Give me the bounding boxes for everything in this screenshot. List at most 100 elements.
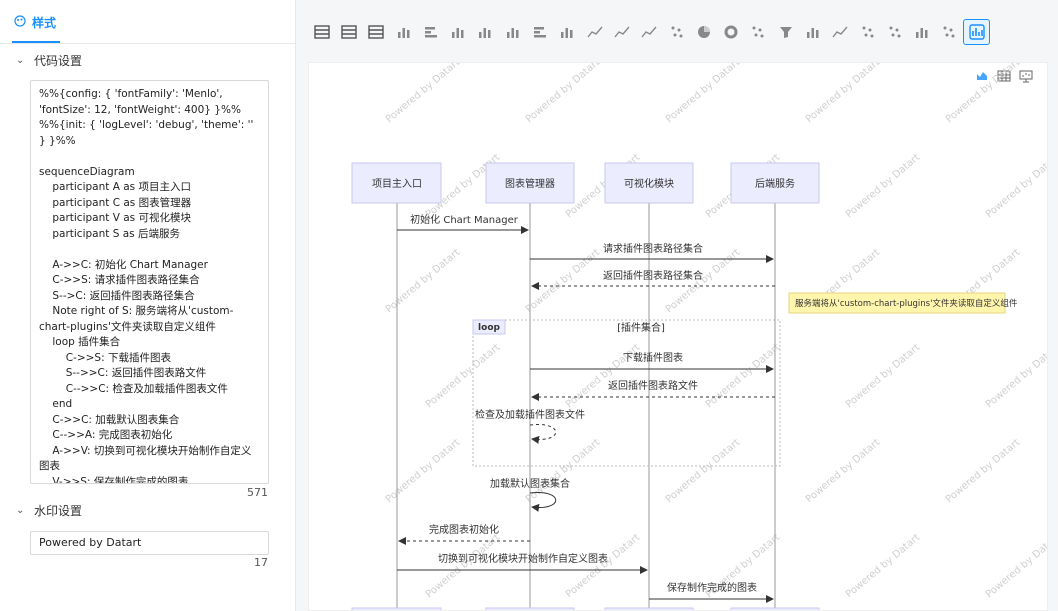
loop-tag: loop bbox=[478, 323, 500, 333]
horizontal-bar-icon[interactable] bbox=[417, 19, 444, 45]
scatter-icon[interactable] bbox=[663, 19, 690, 45]
palette-icon bbox=[14, 15, 26, 30]
msg-download-label: 下载插件图表 bbox=[623, 351, 683, 364]
tab-underline bbox=[12, 41, 60, 43]
note-box bbox=[788, 292, 1006, 314]
style-panel: 样式 ⌄ 代码设置 %%{config: { 'fontFamily': 'Me… bbox=[0, 0, 296, 611]
code-char-count: 571 bbox=[247, 486, 268, 499]
participant-backend-bottom bbox=[730, 607, 820, 610]
msg-switch-label: 切换到可视化模块开始制作自定义图表 bbox=[438, 552, 608, 565]
watermark-section-header[interactable]: ⌄ 水印设置 bbox=[16, 502, 82, 519]
geo-icon[interactable] bbox=[881, 19, 908, 45]
watermark-text: Powered by Datart bbox=[524, 437, 602, 505]
stacked-horizontal-icon[interactable] bbox=[526, 19, 553, 45]
participant-chart-manager-label: 图表管理器 bbox=[505, 177, 555, 190]
presentation-view-icon[interactable] bbox=[1019, 69, 1033, 83]
tab-style[interactable]: 样式 bbox=[14, 14, 56, 31]
watermark-text: Powered by Datart bbox=[984, 342, 1048, 410]
watermark-text: Powered by Datart bbox=[664, 437, 742, 505]
area-chart-icon[interactable] bbox=[608, 19, 635, 45]
watermark-char-count: 17 bbox=[254, 556, 268, 569]
watermark-text: Powered by Datart bbox=[664, 63, 742, 125]
participant-main-entry-label: 项目主入口 bbox=[372, 178, 422, 190]
score-card-icon[interactable] bbox=[363, 19, 390, 45]
msg-complete-label: 完成图表初始化 bbox=[429, 523, 499, 536]
loop-title: [插件集合] bbox=[617, 321, 665, 334]
msg-return-label: 返回插件图表路径集合 bbox=[603, 269, 703, 282]
loop-tag-box bbox=[472, 319, 506, 335]
chart-view-icon[interactable] bbox=[975, 69, 989, 83]
stacked-area-icon[interactable] bbox=[636, 19, 663, 45]
code-section-title: 代码设置 bbox=[34, 54, 83, 68]
msg-load-default-label: 加载默认图表集合 bbox=[490, 477, 570, 490]
watermark-text: Powered by Datart bbox=[984, 532, 1048, 600]
wordcloud-icon[interactable] bbox=[854, 19, 881, 45]
watermark-text: Powered by Datart bbox=[524, 63, 602, 125]
msg-check-label: 检查及加载插件图表文件 bbox=[475, 408, 585, 421]
msg-request-label: 请求插件图表路径集合 bbox=[603, 242, 703, 255]
table-icon[interactable] bbox=[308, 19, 335, 45]
code-section-header[interactable]: ⌄ 代码设置 bbox=[16, 52, 82, 69]
custom-bar-icon[interactable] bbox=[909, 19, 936, 45]
tab-style-label: 样式 bbox=[32, 16, 57, 30]
watermark-text: Powered by Datart bbox=[844, 152, 922, 220]
watermark-text: Powered by Datart bbox=[844, 532, 922, 600]
watermark-text: Powered by Datart bbox=[424, 532, 502, 600]
watermark-text: Powered by Datart bbox=[944, 437, 1022, 505]
watermark-text: Powered by Datart bbox=[384, 247, 462, 315]
line-chart-icon[interactable] bbox=[581, 19, 608, 45]
code-editor[interactable]: %%{config: { 'fontFamily': 'Menlo', 'fon… bbox=[30, 80, 269, 484]
participant-visual-module-bottom bbox=[604, 607, 694, 610]
pie-icon[interactable] bbox=[690, 19, 717, 45]
participant-chart-manager-bottom bbox=[485, 607, 575, 610]
doughnut-icon[interactable] bbox=[717, 19, 744, 45]
watermark-text: Powered by Datart bbox=[424, 342, 502, 410]
participant-backend: 后端服务 bbox=[730, 162, 820, 204]
msg-check-arrow bbox=[529, 424, 557, 444]
watermark-text: Powered by Datart bbox=[564, 532, 642, 600]
map-icon[interactable] bbox=[745, 19, 772, 45]
percent-bar-icon[interactable] bbox=[499, 19, 526, 45]
view-switcher bbox=[975, 69, 1033, 83]
msg-load-default-arrow bbox=[529, 492, 557, 512]
funnel-icon[interactable] bbox=[772, 19, 799, 45]
chevron-down-icon: ⌄ bbox=[16, 55, 25, 66]
participant-visual-module: 可视化模块 bbox=[604, 162, 694, 204]
grouped-bar-icon[interactable] bbox=[444, 19, 471, 45]
watermark-text: Powered by Datart bbox=[384, 63, 462, 125]
data-view-icon[interactable] bbox=[997, 69, 1011, 83]
participant-chart-manager: 图表管理器 bbox=[485, 162, 575, 204]
participant-main-entry: 项目主入口 bbox=[351, 162, 442, 204]
scatter-bubble-icon[interactable] bbox=[799, 19, 826, 45]
participant-visual-module-label: 可视化模块 bbox=[624, 177, 674, 190]
participant-backend-label: 后端服务 bbox=[755, 177, 795, 190]
note-text: 服务端将从'custom-chart-plugins'文件夹读取自定义组件 bbox=[795, 298, 1018, 309]
pivot-table-icon[interactable] bbox=[335, 19, 362, 45]
watermark-text: Powered by Datart bbox=[524, 247, 602, 315]
watermark-text: Powered by Datart bbox=[944, 63, 1022, 125]
stacked-bar-icon[interactable] bbox=[472, 19, 499, 45]
msg-init-label: 初始化 Chart Manager bbox=[410, 213, 519, 226]
mermaid-icon[interactable] bbox=[936, 19, 963, 45]
loop-frame bbox=[472, 319, 781, 467]
participant-main-entry-bottom bbox=[351, 607, 442, 610]
msg-save-label: 保存制作完成的图表 bbox=[667, 581, 757, 594]
watermark-input[interactable]: Powered by Datart bbox=[30, 531, 269, 555]
watermark-text: Powered by Datart bbox=[804, 437, 882, 505]
radar-icon[interactable] bbox=[827, 19, 854, 45]
sequence-diagram-icon[interactable] bbox=[963, 19, 991, 45]
watermark-text: Powered by Datart bbox=[384, 437, 462, 505]
chevron-down-icon: ⌄ bbox=[16, 505, 25, 516]
watermark-section-title: 水印设置 bbox=[34, 504, 83, 518]
watermark-text: Powered by Datart bbox=[984, 152, 1048, 220]
waterfall-icon[interactable] bbox=[554, 19, 581, 45]
watermark-text: Powered by Datart bbox=[844, 342, 922, 410]
bar-chart-icon[interactable] bbox=[390, 19, 417, 45]
watermark-text: Powered by Datart bbox=[804, 63, 882, 125]
msg-return-file-label: 返回插件图表路文件 bbox=[608, 379, 698, 392]
watermark-text: Powered by Datart bbox=[704, 342, 782, 410]
chart-type-toolbar bbox=[308, 14, 1048, 50]
panel-tabbar: 样式 bbox=[0, 0, 295, 44]
